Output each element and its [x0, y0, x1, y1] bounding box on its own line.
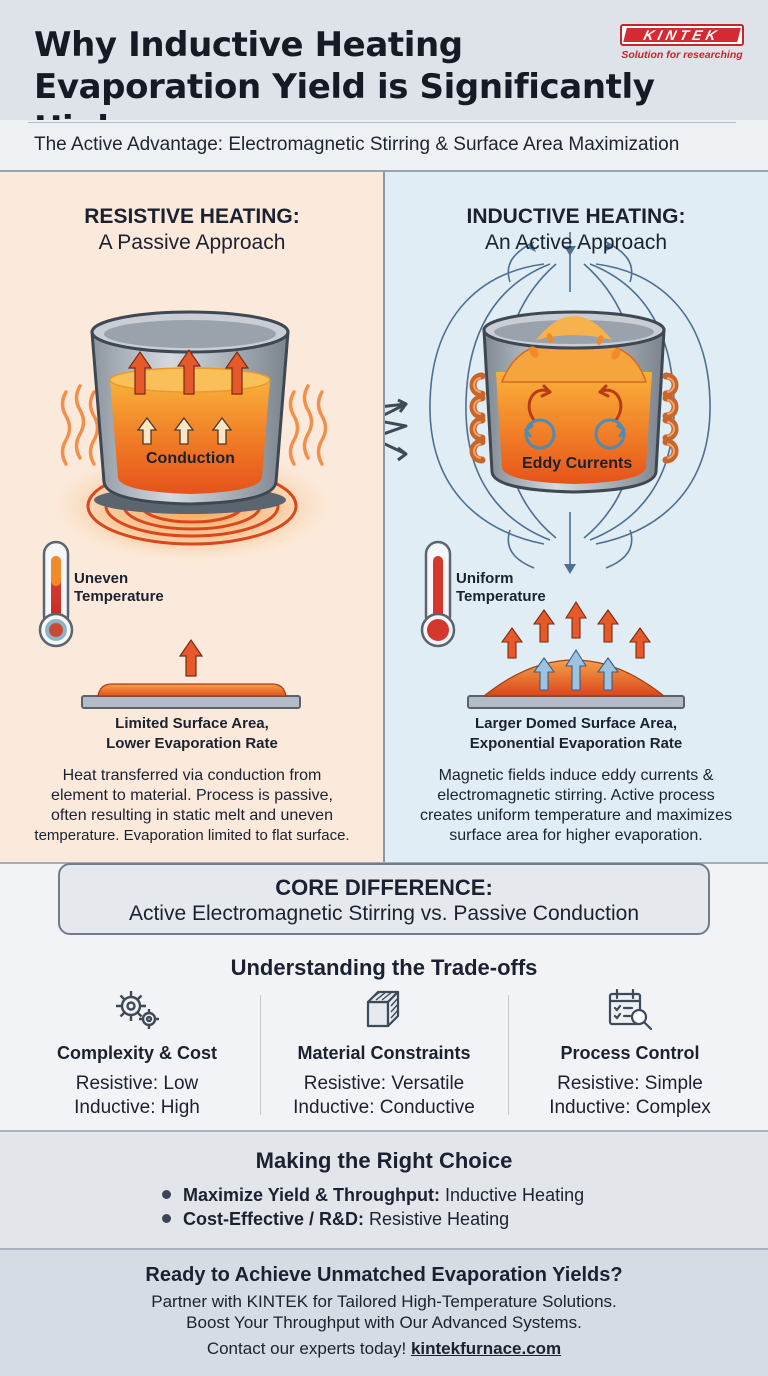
- logo-text: KINTEK: [623, 27, 741, 43]
- choice-section: [0, 1130, 768, 1248]
- calendar-checklist-icon: [608, 988, 653, 1031]
- thermometer-uneven-icon: [38, 540, 74, 648]
- eddy-current-arrows-icon: [524, 384, 626, 450]
- inductive-illustration: [384, 232, 711, 709]
- panel-divider: [383, 172, 385, 862]
- subtitle-band: The Active Advantage: Electromagnetic St…: [0, 120, 768, 172]
- choice-label: Cost-Effective / R&D:: [183, 1209, 365, 1229]
- footer-contact-prefix: Contact our experts today!: [206, 1339, 411, 1358]
- dome-heat-arrows-inner: [532, 648, 620, 691]
- caption-line-1: Larger Domed Surface Area,: [474, 715, 678, 732]
- footer-title: Ready to Achieve Unmatched Evaporation Y…: [145, 1264, 623, 1286]
- website-link[interactable]: kintekfurnace.com: [410, 1339, 562, 1358]
- tradeoff-line: Inductive: High: [74, 1097, 200, 1118]
- eddy-currents-label: Eddy Currents: [522, 455, 633, 472]
- thermo-label-line-2: Temperature: [74, 588, 164, 605]
- tradeoff-title: Complexity & Cost: [56, 1043, 218, 1063]
- tradeoff-complexity: Complexity & Cost Resistive: Low Inducti…: [14, 986, 260, 1120]
- desc-line: Heat transferred via conduction from: [62, 767, 322, 784]
- choice-item: Maximize Yield & Throughput: Inductive H…: [162, 1184, 584, 1206]
- desc-line: element to material. Process is passive,: [51, 787, 333, 804]
- heat-arrows-upper: [127, 348, 250, 395]
- heat-wave-left-icon: [60, 384, 100, 466]
- conduction-label: Conduction: [146, 450, 235, 467]
- footer-line-2: Boost Your Throughput with Our Advanced …: [186, 1313, 582, 1332]
- dome-heat-arrows-outer: [500, 600, 652, 659]
- caption-line-1: Limited Surface Area,: [115, 715, 269, 732]
- column-separator: [260, 995, 261, 1115]
- caption-line-2: Lower Evaporation Rate: [106, 735, 278, 752]
- resistive-heading: RESISTIVE HEATING: A Passive Approach: [0, 204, 384, 256]
- inductive-panel: [384, 172, 768, 862]
- choice-label: Maximize Yield & Throughput:: [183, 1185, 441, 1205]
- choice-value: Inductive Heating: [440, 1185, 585, 1205]
- kintek-logo[interactable]: KINTEK Solution for researching: [614, 24, 750, 64]
- page-subtitle: The Active Advantage: Electromagnetic St…: [34, 134, 680, 155]
- choice-value: Resistive Heating: [364, 1209, 510, 1229]
- tradeoff-line: Resistive: Versatile: [303, 1073, 465, 1094]
- small-heat-arrow-icon: [178, 638, 204, 677]
- thermometer-uniform-icon: [420, 540, 456, 648]
- tradeoff-materials: Material Constraints Resistive: Versatil…: [261, 986, 507, 1120]
- footer: [0, 1248, 768, 1376]
- desc-line: Magnetic fields induce eddy currents &: [438, 767, 714, 784]
- tradeoff-title: Material Constraints: [297, 1043, 471, 1063]
- tradeoff-line: Inductive: Conductive: [293, 1097, 475, 1118]
- resistive-illustration: [38, 310, 342, 709]
- zigzag-connector-icon: [384, 398, 408, 462]
- logo-tagline: Solution for researching: [621, 49, 743, 61]
- material-block-icon: [366, 990, 400, 1028]
- resistive-caption: Limited Surface Area, Lower Evaporation …: [0, 714, 384, 754]
- resistive-title: RESISTIVE HEATING:: [84, 205, 300, 228]
- coil-highlight: [473, 377, 675, 459]
- core-title: CORE DIFFERENCE:: [275, 875, 493, 900]
- tradeoff-process-control: Process Control Resistive: Simple Induct…: [507, 986, 753, 1120]
- field-arrow-heads: [528, 242, 612, 574]
- choice-title: Making the Right Choice: [255, 1148, 513, 1173]
- inductive-caption: Larger Domed Surface Area, Exponential E…: [384, 714, 768, 754]
- title-line-1: Why Inductive Heating: [34, 25, 463, 65]
- uniform-temperature-label: Uniform Temperature: [456, 570, 546, 606]
- caption-line-2: Exponential Evaporation Rate: [469, 735, 683, 752]
- bullet-icon: [162, 1214, 171, 1223]
- logo-badge: KINTEK: [620, 24, 744, 46]
- desc-line: often resulting in static melt and uneve…: [51, 807, 333, 824]
- inductive-heading: INDUCTIVE HEATING: An Active Approach: [384, 204, 768, 256]
- heat-arrows-lower: [136, 416, 233, 445]
- flat-surface: [81, 683, 301, 709]
- header: [0, 0, 768, 120]
- heat-wave-right-icon: [288, 384, 328, 466]
- resistive-description: Heat transferred via conduction from ele…: [0, 766, 384, 846]
- tradeoff-line: Resistive: Low: [75, 1073, 199, 1094]
- thermo-label-line-1: Uniform: [456, 570, 514, 587]
- uneven-temperature-label: Uneven Temperature: [74, 570, 164, 606]
- tradeoff-title: Process Control: [560, 1043, 700, 1063]
- core-subtitle: Active Electromagnetic Stirring vs. Pass…: [128, 902, 640, 925]
- footer-contact: Contact our experts today! kintekfurnace…: [0, 1339, 768, 1359]
- desc-line: creates uniform temperature and maximize…: [419, 807, 733, 824]
- crucible-inductive: [482, 310, 666, 494]
- tradeoffs-title: Understanding the Trade-offs: [230, 955, 538, 980]
- choice-item: Cost-Effective / R&D: Resistive Heating: [162, 1208, 509, 1230]
- inductive-subtitle: An Active Approach: [484, 231, 668, 254]
- thermo-label-line-2: Temperature: [456, 588, 546, 605]
- resistive-subtitle: A Passive Approach: [98, 231, 286, 254]
- tradeoff-line: Resistive: Simple: [557, 1073, 703, 1094]
- gears-icon: [116, 991, 159, 1029]
- page-title: Why Inductive Heating Evaporation Yield …: [34, 24, 768, 150]
- inductive-description: Magnetic fields induce eddy currents & e…: [384, 766, 768, 846]
- inductive-title: INDUCTIVE HEATING:: [466, 205, 686, 228]
- thermo-label-line-1: Uneven: [74, 570, 129, 587]
- crucible: [90, 310, 290, 514]
- core-difference-box: CORE DIFFERENCE: Active Electromagnetic …: [58, 863, 710, 935]
- splash-droplets: [529, 333, 621, 360]
- desc-line: temperature. Evaporation limited to flat…: [34, 827, 350, 844]
- column-separator: [508, 995, 509, 1115]
- tradeoff-line: Inductive: Complex: [549, 1097, 711, 1118]
- bullet-icon: [162, 1190, 171, 1199]
- desc-line: electromagnetic stirring. Active process: [437, 787, 715, 804]
- desc-line: surface area for higher evaporation.: [449, 827, 703, 844]
- footer-line-1: Partner with KINTEK for Tailored High-Te…: [151, 1292, 617, 1311]
